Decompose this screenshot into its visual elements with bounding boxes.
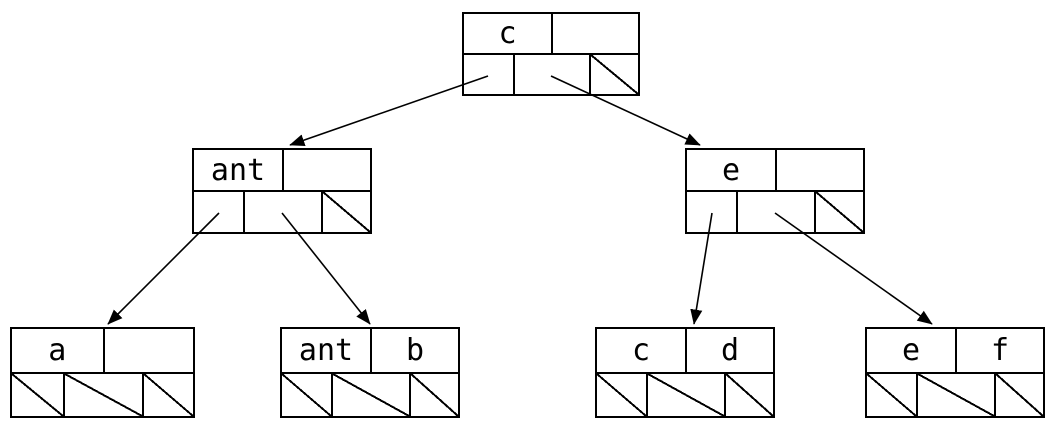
key-label: e — [901, 332, 921, 368]
key-row: e — [687, 150, 863, 192]
pointer-row — [282, 373, 458, 416]
key-label: d — [720, 332, 740, 368]
null-pointer-cell — [867, 373, 917, 416]
null-pointer-cell — [331, 373, 409, 416]
pointer-row — [867, 373, 1043, 416]
key-cell-empty — [551, 14, 638, 53]
key-cell: e — [867, 329, 955, 372]
pointer-cell — [464, 55, 513, 94]
null-pointer-cell — [320, 192, 370, 232]
key-label: c — [498, 16, 517, 51]
pointer-cell — [512, 55, 590, 94]
pointer-cell — [194, 192, 243, 232]
pointer-row — [464, 55, 638, 94]
key-cell-empty — [775, 150, 863, 190]
key-cell: a — [12, 329, 103, 372]
tree-node-internal-right: e — [685, 148, 865, 234]
key-cell: e — [687, 150, 775, 190]
tree-node-leaf-3: c d — [595, 327, 775, 418]
tree-node-leaf-1: a — [10, 327, 195, 418]
key-cell: b — [370, 329, 458, 372]
pointer-cell — [736, 192, 813, 232]
pointer-row — [687, 192, 863, 232]
key-row: ant b — [282, 329, 458, 374]
null-pointer-cell — [597, 373, 647, 416]
key-row: c d — [597, 329, 773, 374]
key-label: ant — [210, 152, 266, 188]
key-label: e — [721, 152, 741, 188]
key-cell: d — [685, 329, 773, 372]
key-cell: ant — [282, 329, 370, 372]
null-pointer-cell — [408, 373, 458, 416]
null-pointer-cell — [993, 373, 1043, 416]
key-row: e f — [867, 329, 1043, 374]
pointer-row — [194, 192, 370, 232]
key-label: a — [48, 332, 67, 368]
tree-node-leaf-4: e f — [865, 327, 1045, 418]
pointer-cell — [243, 192, 320, 232]
null-pointer-cell — [589, 55, 638, 94]
edge-root-to-internal-left — [289, 75, 489, 147]
null-pointer-cell — [723, 373, 773, 416]
key-cell-empty — [102, 329, 194, 372]
key-label: f — [990, 332, 1010, 368]
key-row: c — [464, 14, 638, 55]
key-label: b — [405, 332, 425, 368]
pointer-row — [12, 373, 193, 416]
null-pointer-cell — [282, 373, 332, 416]
key-cell-empty — [282, 150, 370, 190]
null-pointer-cell — [142, 373, 193, 416]
key-label: c — [631, 332, 651, 368]
tree-node-internal-left: ant — [192, 148, 372, 234]
key-label: ant — [298, 332, 354, 368]
null-pointer-cell — [12, 373, 63, 416]
tree-node-leaf-2: ant b — [280, 327, 460, 418]
key-cell: c — [464, 14, 551, 53]
key-row: a — [12, 329, 193, 374]
null-pointer-cell — [813, 192, 863, 232]
pointer-row — [597, 373, 773, 416]
null-pointer-cell — [62, 373, 143, 416]
pointer-cell — [687, 192, 736, 232]
key-row: ant — [194, 150, 370, 192]
key-cell: f — [955, 329, 1043, 372]
null-pointer-cell — [916, 373, 994, 416]
tree-node-root: c — [462, 12, 640, 96]
key-cell: c — [597, 329, 685, 372]
null-pointer-cell — [646, 373, 724, 416]
key-cell: ant — [194, 150, 282, 190]
